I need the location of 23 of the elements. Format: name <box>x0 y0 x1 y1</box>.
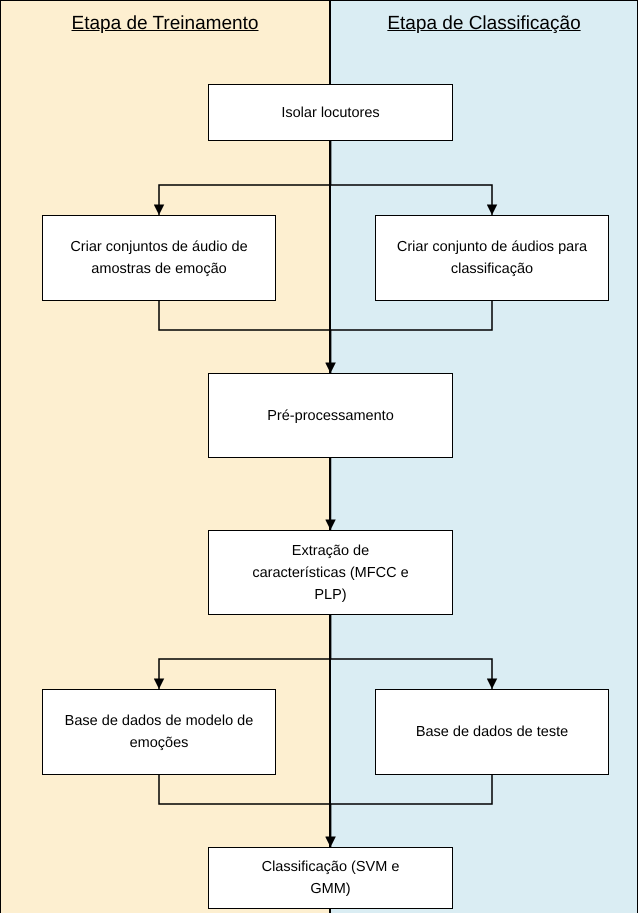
arrow <box>330 615 498 689</box>
step-text: Criar conjunto de áudios para classificação <box>396 238 588 279</box>
process-box <box>208 530 453 615</box>
process-box <box>375 689 609 775</box>
step-text: Pré-processamento <box>267 406 394 426</box>
arrow <box>325 458 336 530</box>
process-box <box>208 847 453 909</box>
step-text: Extração de características (MFCC e PLP) <box>251 542 410 604</box>
step-text: Base de dados de teste <box>416 723 568 742</box>
step-text: Criar conjuntos de áudio de amostras de emoção <box>69 238 249 279</box>
process-box <box>375 215 609 301</box>
process-box <box>208 84 453 141</box>
step-text: Classificação (SVM e GMM) <box>260 858 400 899</box>
step-text: Isolar locutores <box>281 104 380 122</box>
process-box <box>208 373 453 458</box>
arrow <box>325 775 493 847</box>
step-text: Base de dados de modelo de emoções <box>64 712 254 753</box>
arrow <box>330 141 498 215</box>
stage-heading: Etapa de Classificação <box>387 12 581 36</box>
arrow <box>325 301 493 373</box>
stage-heading: Etapa de Treinamento <box>72 12 258 36</box>
process-box <box>42 689 276 775</box>
process-box <box>42 215 276 301</box>
